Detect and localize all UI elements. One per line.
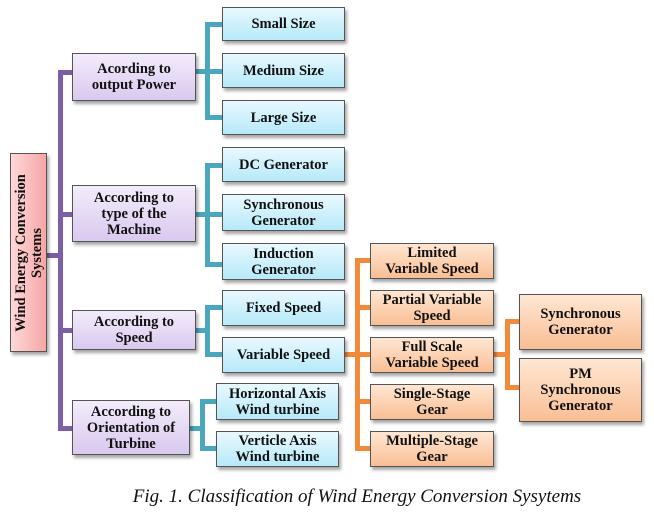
node-single-stage-gear: Single-Stage Gear [370,384,494,420]
root-node-label: Wind Energy Conversion Systems [12,173,45,332]
node-dc-generator: DC Generator [222,147,345,182]
connector-sync [205,212,223,217]
connector-induction [205,262,223,267]
connector-orientation-trunk [200,399,205,451]
node-fixed-speed: Fixed Speed [222,290,345,326]
connector-sync-gen [505,319,520,324]
connector-fixed [205,305,223,310]
node-partial-variable-speed: Partial Variable Speed [370,290,494,326]
connector-small [205,22,223,27]
connector-root-trunk [58,70,63,431]
node-small-size: Small Size [222,7,345,41]
category-orientation: According to Orientation of Turbine [72,400,190,455]
node-large-size: Large Size [222,100,345,135]
connector-partial [355,305,371,310]
node-pm-synchronous-generator: PM Synchronous Generator [519,358,642,422]
connector-fullscale-trunk [505,319,510,390]
connector-fullscale [355,352,371,357]
connector-pm-sync-gen [505,385,520,390]
node-induction-generator: Induction Generator [222,243,345,280]
node-synchronous-generator: Synchronous Generator [222,194,345,231]
node-fs-synchronous-generator: Synchronous Generator [519,294,642,350]
category-machine-type: According to type of the Machine [72,185,196,242]
connector-dc [205,163,223,168]
connector-single [355,399,371,404]
connector-fullscale-stub [494,352,507,357]
figure-caption: Fig. 1. Classification of Wind Energy Co… [132,486,582,507]
connector-cat-speed [58,328,73,333]
node-multiple-stage-gear: Multiple-Stage Gear [370,431,494,467]
node-horizontal-axis: Horizontal Axis Wind turbine [216,383,339,420]
connector-limited [355,258,371,263]
node-limited-variable-speed: Limited Variable Speed [370,243,494,279]
connector-variable [205,352,223,357]
connector-machine-stub [196,212,208,217]
connector-medium [205,69,223,74]
node-verticle-axis: Verticle Axis Wind turbine [216,431,339,467]
connector-large [205,115,223,120]
category-speed: According to Speed [72,310,196,350]
connector-speed-stub [196,328,208,333]
root-node-wecs: Wind Energy Conversion Systems [10,153,47,352]
connector-varspeed-stub [345,352,358,357]
connector-cat-machine [58,212,73,217]
connector-orientation-stub [190,426,203,431]
category-output-power: Acording to output Power [72,53,196,101]
connector-power-stub [196,69,208,74]
connector-multiple [355,446,371,451]
connector-horizontal [200,399,217,404]
connector-root-stub [47,253,61,258]
node-variable-speed: Variable Speed [222,337,345,373]
connector-cat-power [58,70,73,75]
connector-verticle [200,446,217,451]
connector-cat-orientation [58,426,73,431]
node-medium-size: Medium Size [222,53,345,88]
node-full-scale-variable-speed: Full Scale Variable Speed [370,337,494,373]
